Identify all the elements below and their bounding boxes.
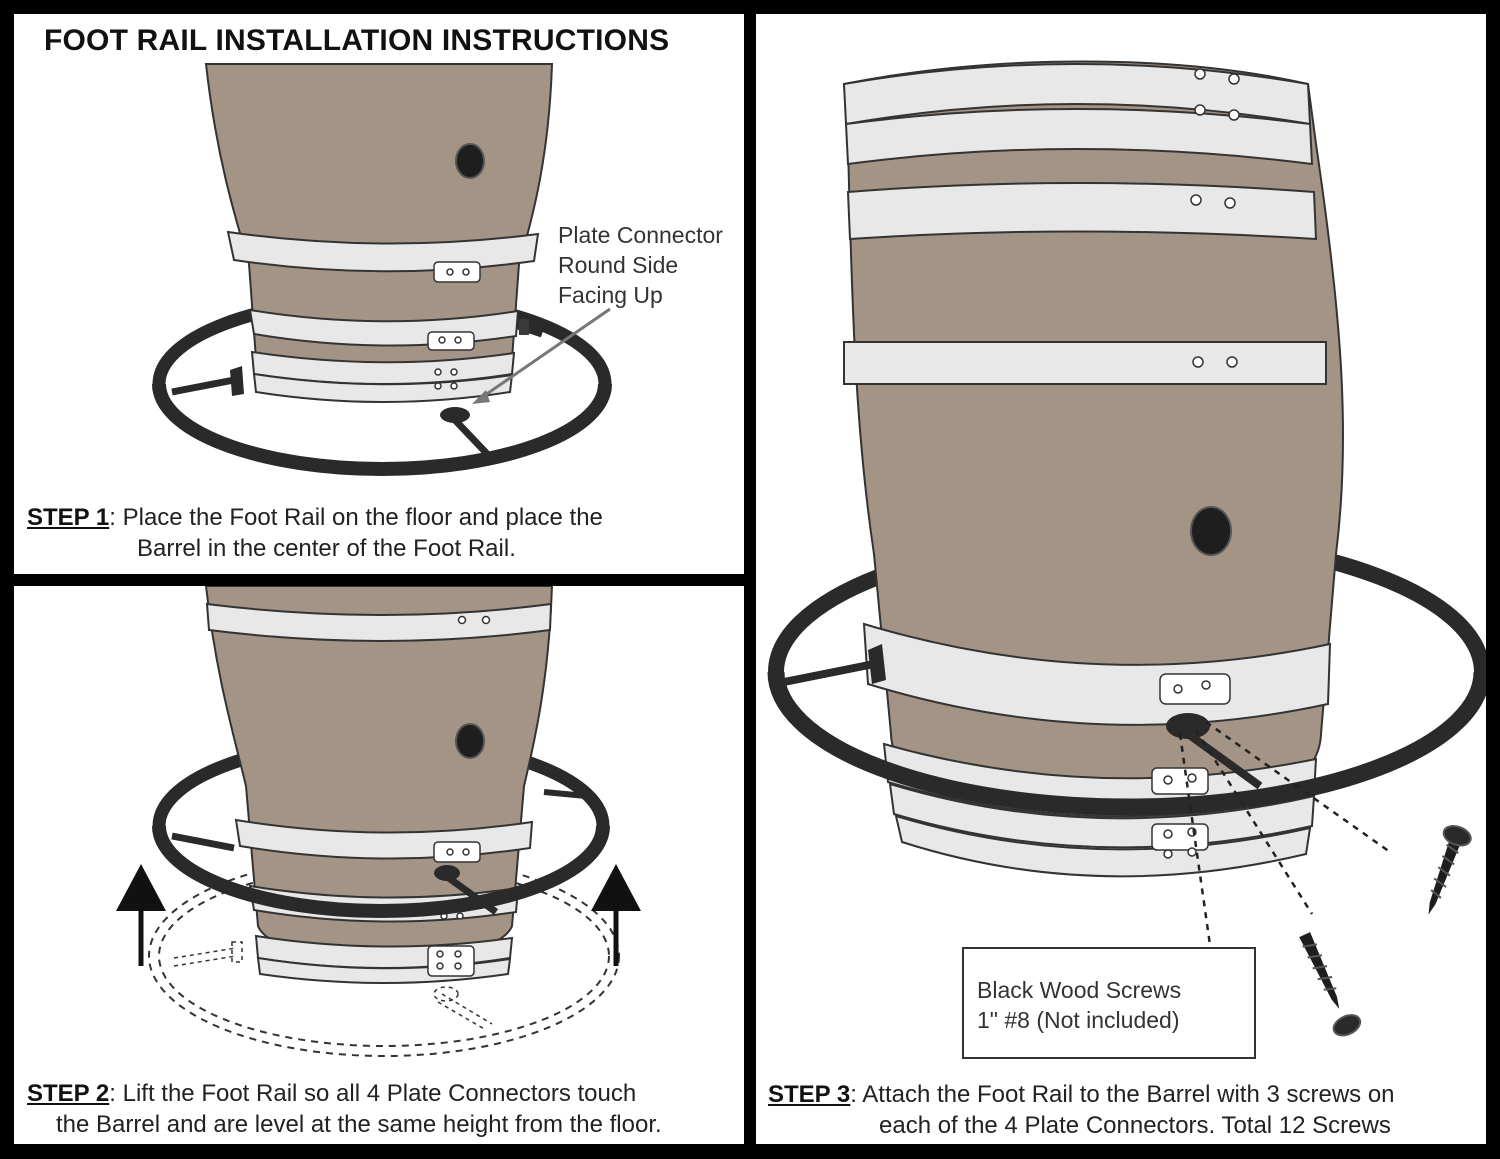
step1-panel: FOOT RAIL INSTALLATION INSTRUCTIONS Plat… <box>14 14 744 574</box>
foot-rail-front <box>767 671 1486 816</box>
step2-illustration <box>116 586 641 1057</box>
step3-text: STEP 3: Attach the Foot Rail to the Barr… <box>768 1079 1395 1141</box>
bung-hole <box>455 143 485 179</box>
ghost-connectors <box>173 941 493 1031</box>
plate-connector <box>434 865 460 881</box>
callout-line: Round Side <box>558 252 679 278</box>
plate-connector <box>519 319 529 335</box>
connector-arm <box>443 873 499 915</box>
step3-line2: each of the 4 Plate Connectors. Total 12… <box>879 1112 1391 1139</box>
band-rivets <box>1151 68 1240 859</box>
plate-connector-callout: Plate Connector Round Side Facing Up <box>558 220 723 310</box>
step1-text: STEP 1: Place the Foot Rail on the floor… <box>27 502 603 564</box>
plate-connector <box>868 644 886 684</box>
connector-arm <box>1185 730 1263 790</box>
foot-rail-front <box>152 383 612 476</box>
wood-screw-icon <box>1299 932 1362 1037</box>
step2-line2: the Barrel and are level at the same hei… <box>56 1111 662 1138</box>
screw-callout: Black Wood Screws 1" #8 (Not included) <box>977 975 1181 1035</box>
band-rivets <box>427 261 481 390</box>
screw-callout-box: Black Wood Screws 1" #8 (Not included) <box>962 947 1256 1059</box>
plate-connector <box>230 366 244 396</box>
step3-label: STEP 3 <box>768 1081 851 1108</box>
barrel-band <box>252 372 514 403</box>
plate-connector <box>440 407 470 423</box>
screw-callout-line: 1" #8 (Not included) <box>977 1007 1180 1033</box>
callout-line: Plate Connector <box>558 222 723 248</box>
connector-arm <box>783 660 875 686</box>
bung-hole <box>455 723 485 759</box>
wood-screw-icon <box>1428 825 1472 915</box>
barrel-band <box>844 108 1314 166</box>
step1-label: STEP 1 <box>27 504 110 531</box>
step1-illustration <box>152 63 612 476</box>
lift-arrow-right-head <box>591 864 641 911</box>
connector-arm <box>171 832 235 852</box>
band-rivets <box>427 615 491 977</box>
barrel-band <box>846 182 1318 241</box>
callout-arrow-head <box>472 390 490 404</box>
step1-line2: Barrel in the center of the Foot Rail. <box>137 535 516 562</box>
plate-connector <box>1166 713 1210 739</box>
page-title: FOOT RAIL INSTALLATION INSTRUCTIONS <box>44 24 670 57</box>
step1-line1: : Place the Foot Rail on the floor and p… <box>109 504 603 531</box>
lift-arrow-left-head <box>116 864 166 911</box>
step2-panel: STEP 2: Lift the Foot Rail so all 4 Plat… <box>14 586 744 1144</box>
connector-arm <box>543 789 587 799</box>
barrel-band <box>205 602 553 642</box>
callout-arrow <box>477 307 611 402</box>
callout-line: Facing Up <box>558 282 663 308</box>
step3-line1: : Attach the Foot Rail to the Barrel wit… <box>850 1081 1395 1108</box>
connector-arm <box>171 376 235 396</box>
foot-rail-front <box>152 825 610 918</box>
step3-panel: Black Wood Screws 1" #8 (Not included) S… <box>756 14 1486 1144</box>
screw-guide-lines <box>1178 720 1391 953</box>
step3-illustration <box>767 60 1486 1052</box>
floor-rail-outline <box>158 865 610 1047</box>
barrel-band <box>894 814 1312 878</box>
step2-text: STEP 2: Lift the Foot Rail so all 4 Plat… <box>27 1078 662 1140</box>
connector-arm <box>451 416 495 462</box>
bung-hole <box>1190 506 1232 556</box>
barrel <box>842 60 1345 833</box>
barrel-band <box>843 341 1327 385</box>
screw-callout-line: Black Wood Screws <box>977 977 1182 1003</box>
step2-line1: : Lift the Foot Rail so all 4 Plate Conn… <box>109 1080 637 1107</box>
step2-label: STEP 2 <box>27 1080 110 1107</box>
